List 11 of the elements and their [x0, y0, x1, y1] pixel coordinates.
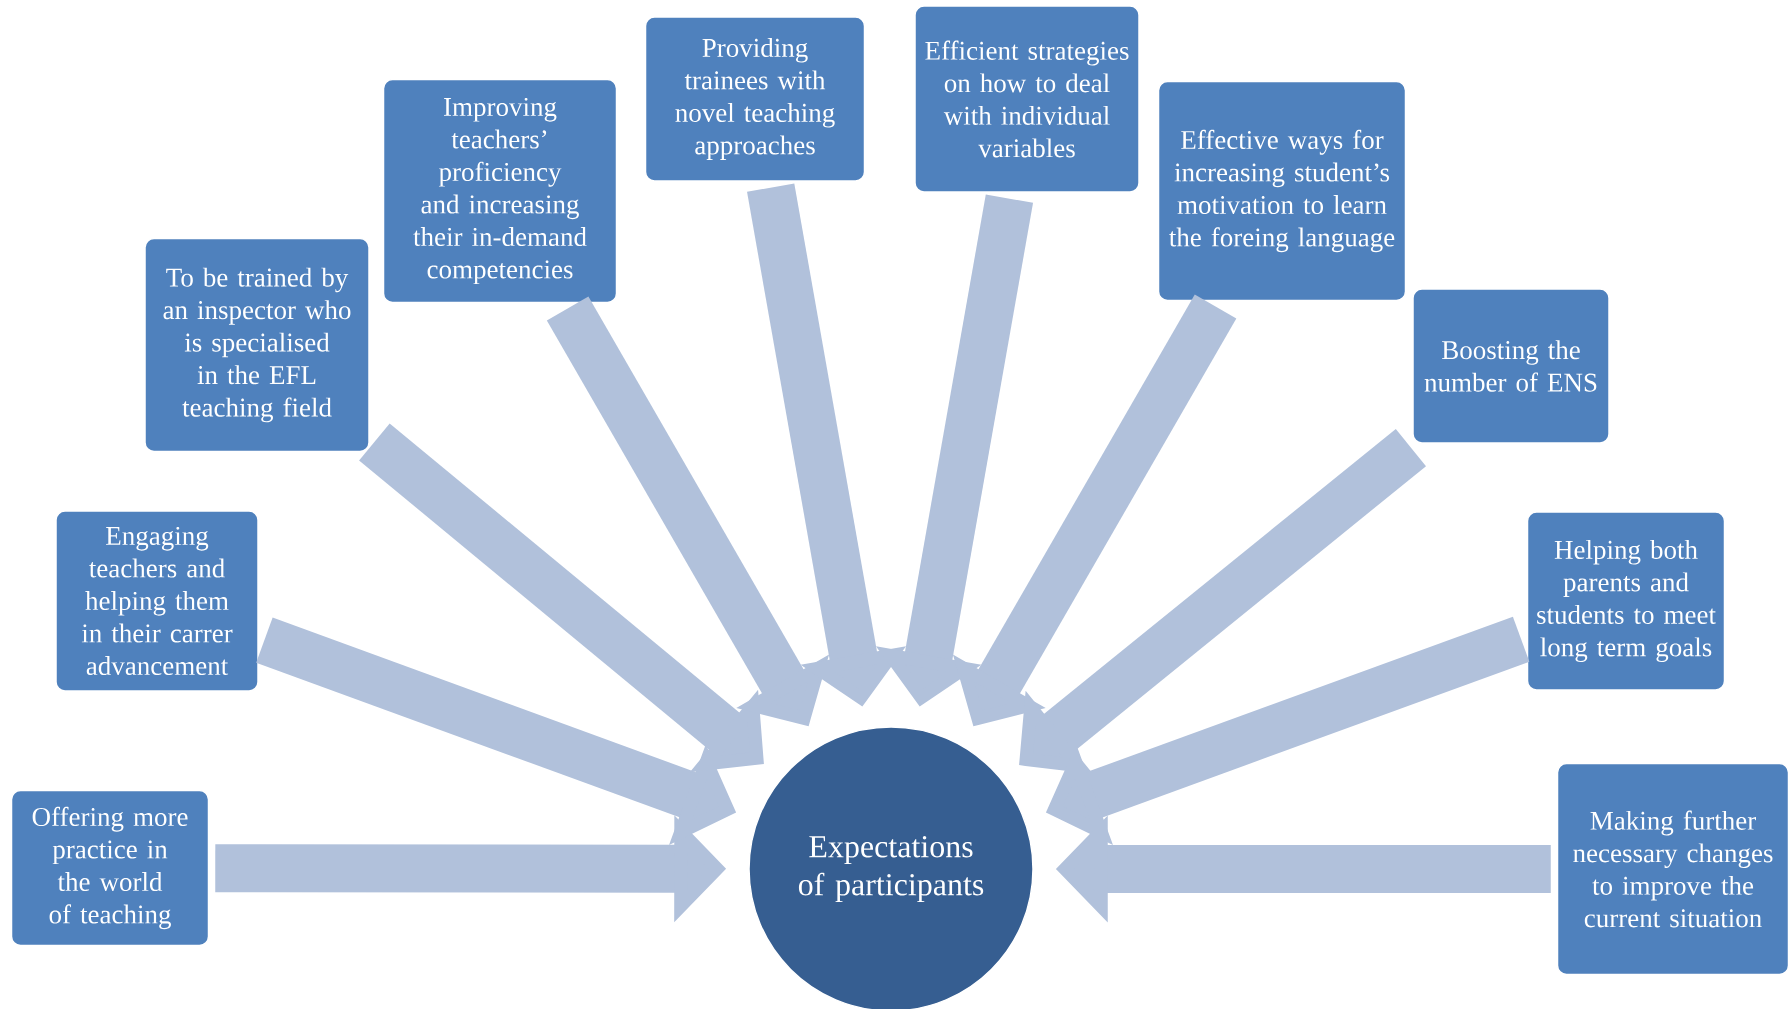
text-box: Making further necessary changes to improve the current situation: [1556, 762, 1790, 976]
text-box: Efficient strategies on how to deal with individual variables: [914, 5, 1140, 193]
text-box: Providing trainees with novel teaching approaches: [644, 16, 866, 182]
text-box: Boosting the number of ENS: [1412, 288, 1610, 444]
text-box: Improving teachers’ proficiency and increasing their in-demand competencies: [382, 78, 618, 304]
text-box: Engaging teachers and helping them in their carrer advancement: [55, 510, 259, 692]
text-box: Helping both parents and students to meet long term goals: [1526, 511, 1726, 691]
text-box: To be trained by an inspector who is specialised in the EFL teaching field: [144, 237, 370, 453]
text-box: Effective ways for increasing student’s motivation to learn the foreing language: [1157, 80, 1407, 302]
text-box: Offering more practice in the world of teaching: [10, 789, 210, 947]
arrow: [1019, 428, 1426, 775]
